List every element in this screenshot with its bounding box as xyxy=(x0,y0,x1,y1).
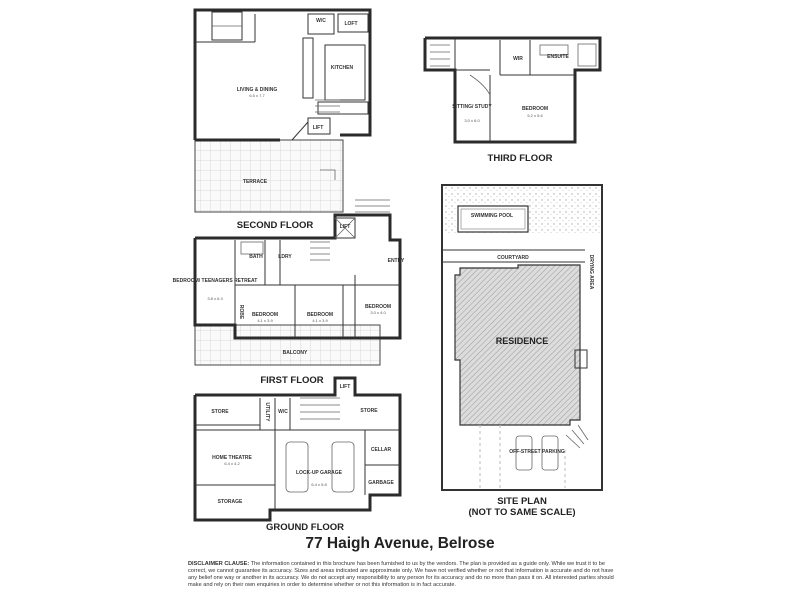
second-terrace-label: TERRACE xyxy=(243,179,268,185)
ground-wc-label: W/C xyxy=(278,409,288,415)
third-wir-label: WIR xyxy=(513,56,523,62)
second-floor-title: SECOND FLOOR xyxy=(237,220,314,231)
first-ldry-label: LDRY xyxy=(278,254,292,260)
second-living-dim: 6.5 x 7.7 xyxy=(249,93,265,98)
site-parking-label: OFF-STREET PARKING xyxy=(509,449,565,455)
third-bedroom-dim: 5.2 x 5.6 xyxy=(527,113,543,118)
first-retreat-label: BEDROOM/ TEENAGERS RETREAT xyxy=(173,278,258,284)
first-bed1-label: BEDROOM xyxy=(252,312,278,318)
ground-lift-label: LIFT xyxy=(340,384,351,390)
first-balcony-label: BALCONY xyxy=(283,350,308,356)
first-lift-label: LIFT xyxy=(340,224,351,230)
ground-garbage-label: GARBAGE xyxy=(368,480,394,486)
first-bed3-dim: 3.0 x 4.0 xyxy=(370,310,386,315)
ground-storage-label: STORAGE xyxy=(218,499,243,505)
residence-footprint xyxy=(454,264,581,426)
first-floor-plan: LIFT ENTRY BATH LDRY BEDROOM/ TEENAGERS … xyxy=(173,199,405,386)
ground-floor-title: GROUND FLOOR xyxy=(266,522,344,533)
first-bed1-dim: 4.1 x 3.9 xyxy=(257,318,273,323)
ground-floor-plan: LIFT STORE UTILITY W/C STORE HOME THEATR… xyxy=(193,376,402,533)
first-entry-label: ENTRY xyxy=(388,258,405,264)
site-drying-label: DRYING AREA xyxy=(588,255,594,290)
first-bed2-label: BEDROOM xyxy=(307,312,333,318)
ground-theatre-dim: 6.4 x 4.2 xyxy=(224,461,240,466)
first-bath-label: BATH xyxy=(249,254,263,260)
ground-theatre-label: HOME THEATRE xyxy=(212,455,252,461)
second-living-label: LIVING & DINING xyxy=(237,87,278,93)
third-ensuite-label: ENSUITE xyxy=(547,54,569,60)
third-study-dim: 3.0 x 6.0 xyxy=(464,118,480,123)
ground-utility-label: UTILITY xyxy=(264,403,270,423)
pool-outline xyxy=(457,205,529,233)
second-floor-plan: W/C LOFT KITCHEN LIVING & DINING 6.5 x 7… xyxy=(193,8,372,231)
first-robe-label: ROBE xyxy=(238,305,244,320)
first-bed2-dim: 4.1 x 3.9 xyxy=(312,318,328,323)
site-residence-label: RESIDENCE xyxy=(496,336,549,346)
disclaimer-block: DISCLAIMER CLAUSE: The information conta… xyxy=(188,561,618,589)
third-floor-title: THIRD FLOOR xyxy=(488,153,553,164)
second-kitchen-label: KITCHEN xyxy=(331,65,354,71)
ground-garage-label: LOCK-UP GARAGE xyxy=(296,470,343,476)
site-pool-label: SWIMMING POOL xyxy=(471,213,513,219)
second-loft-label: LOFT xyxy=(344,21,357,27)
second-lift-label: LIFT xyxy=(313,125,324,131)
third-floor-plan: WIR ENSUITE SITTING/ STUDY 3.0 x 6.0 BED… xyxy=(423,36,602,164)
property-address: 77 Haigh Avenue, Belrose xyxy=(305,535,495,552)
third-study-label: SITTING/ STUDY xyxy=(452,104,492,110)
ground-cellar-label: CELLAR xyxy=(371,447,392,453)
third-bedroom-label: BEDROOM xyxy=(522,106,548,112)
ground-store1-label: STORE xyxy=(211,409,229,415)
first-bed3-label: BEDROOM xyxy=(365,304,391,310)
site-plan-title: SITE PLAN xyxy=(497,496,547,507)
site-plan: SWIMMING POOL COURTYARD DRYING AREA RESI… xyxy=(441,184,603,518)
second-wc-label: W/C xyxy=(316,18,326,24)
ground-store2-label: STORE xyxy=(360,408,378,414)
balcony-area xyxy=(194,324,381,366)
terrace-area xyxy=(194,139,344,213)
disclaimer-heading: DISCLAIMER CLAUSE: xyxy=(188,561,250,567)
first-retreat-dim: 3.8 x 6.3 xyxy=(207,296,223,301)
first-floor-title: FIRST FLOOR xyxy=(260,375,323,386)
disclaimer-text: The information contained in this brochu… xyxy=(188,561,614,588)
ground-garage-dim: 6.4 x 5.8 xyxy=(311,482,327,487)
site-plan-subtitle: (NOT TO SAME SCALE) xyxy=(469,507,576,518)
site-courtyard-label: COURTYARD xyxy=(497,255,529,261)
